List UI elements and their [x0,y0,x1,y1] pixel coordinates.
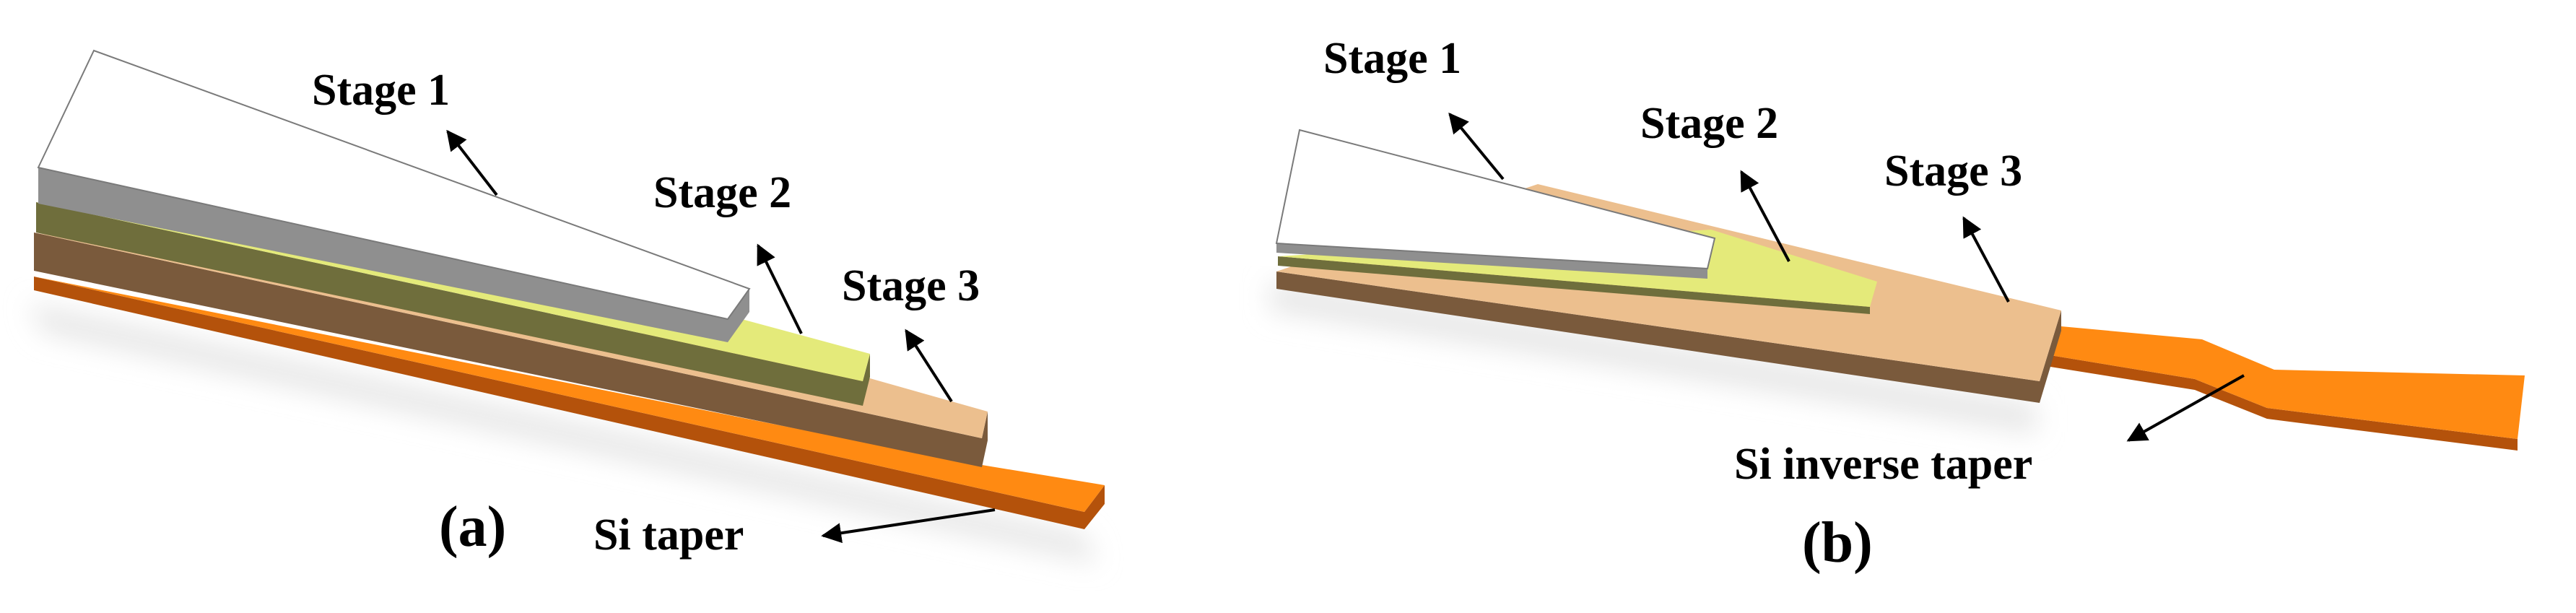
arrow-stage2-b [1740,170,1790,262]
stage1-layer-b [1275,129,1716,279]
si-taper-side [34,277,1084,529]
si-taper-label: Si taper [593,510,744,560]
stage1-label-b: Stage 1 [1323,34,1462,83]
stage1-label-a: Stage 1 [312,66,451,115]
arrow-si-inverse-taper-b [2126,374,2245,442]
stage1-end-a [728,289,749,342]
si-taper-top [34,277,1105,512]
stage3-label-b: Stage 3 [1884,147,2023,196]
arrow-stage3-a [905,329,953,403]
stage1-top-a [37,49,751,321]
panel-a [29,49,1105,563]
stage1-top-b [1275,129,1716,270]
si-inverse-taper-label: Si inverse taper [1734,440,2033,489]
panel-b [1271,112,2525,451]
si-inverse-taper-top [2050,326,2525,439]
stage2-label-a: Stage 2 [653,168,792,217]
arrow-stage3-b [1962,216,2010,303]
stage1-side-b [1276,243,1707,279]
stage2-end-a [863,354,870,406]
stage1-layer-a [37,49,751,342]
stage2-side-a [36,202,863,406]
stage2-side-b [1278,256,1870,314]
stage3-label-a: Stage 3 [842,261,980,310]
si-taper [34,277,1105,529]
arrow-stage1-a [446,129,498,196]
stage3-end-b [2040,310,2061,403]
stage1-side-a [38,168,728,342]
si-inverse-taper [2050,326,2525,451]
si-taper-end [1084,485,1105,529]
stage3-top-a [34,232,988,438]
stage2-layer-a [36,202,870,406]
stage3-side-b [1276,271,2040,403]
stage3-layer-a [34,232,988,467]
panel-a-shadow [29,303,1097,563]
panel-b-shadow [1271,282,2036,433]
panel-label-b: (b) [1802,511,1873,575]
stage2-top-a [36,202,870,381]
stage2-label-b: Stage 2 [1640,99,1779,148]
arrow-stage2-a [757,243,803,334]
stage3-end-a [982,412,988,467]
panel-label-a: (a) [439,495,507,559]
si-inverse-taper-side [2050,355,2518,451]
arrow-stage1-b [1448,112,1505,181]
arrow-si-taper-a [821,508,996,544]
stage3-side-a [34,232,982,467]
